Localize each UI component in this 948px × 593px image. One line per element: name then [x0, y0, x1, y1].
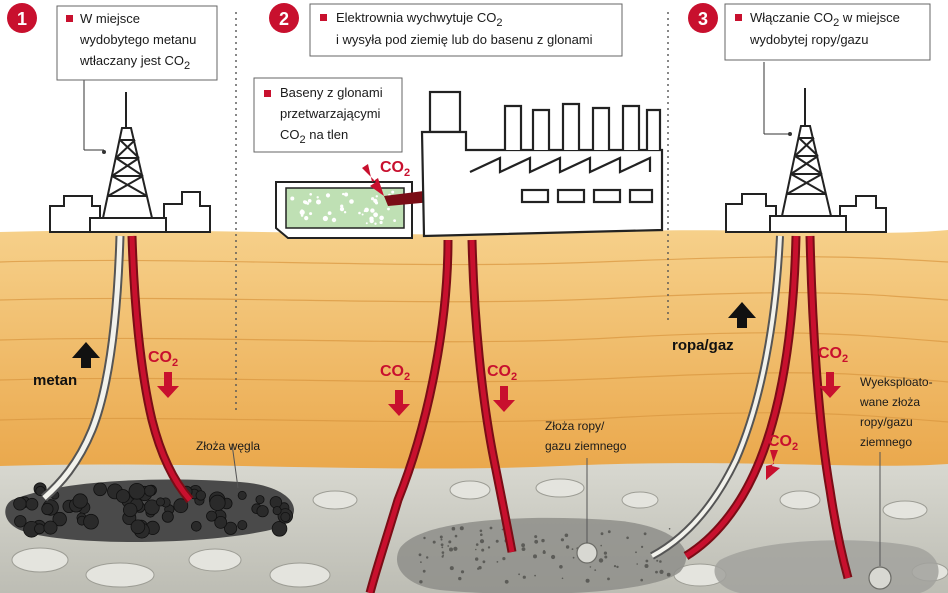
step-1-badge: 1	[7, 3, 37, 33]
co2-label-pool: CO2	[362, 159, 410, 196]
oil-gas-reservoir	[396, 517, 686, 593]
label-depleted-3: ropy/gazu	[860, 415, 913, 429]
step-3-line1: Włączanie CO2 w miejsce	[750, 10, 900, 29]
step-2-line1: Elektrownia wychwytuje CO2	[336, 10, 503, 29]
label-oil-gas-2: gazu ziemnego	[545, 439, 627, 453]
algae-line1: Baseny z glonami	[280, 85, 383, 100]
svg-text:CO2: CO2	[768, 433, 798, 453]
step-1-line3: wtłaczany jest CO2	[79, 53, 190, 72]
step-3-line2: wydobytej ropy/gazu	[749, 32, 869, 47]
label-oil-gas-1: Złoża ropy/	[545, 419, 605, 433]
co2-label-step3-left: CO2	[766, 433, 798, 480]
step-1-rig	[49, 80, 211, 233]
step-3-badge: 3	[688, 3, 718, 33]
svg-text:CO2: CO2	[380, 363, 410, 383]
step-3-rig	[725, 62, 887, 233]
power-plant	[420, 90, 664, 238]
step-2-callout: Elektrownia wychwytuje CO2 i wysyła pod …	[309, 3, 623, 57]
section-separators	[235, 12, 669, 410]
step-3-callout: Włączanie CO2 w miejsce wydobytej ropy/g…	[724, 3, 931, 61]
step-2-line2: i wysyła pod ziemię lub do basenu z glon…	[336, 32, 593, 47]
algae-line3: CO2 na tlen	[280, 127, 348, 146]
svg-text:2: 2	[279, 9, 289, 29]
svg-text:CO2: CO2	[148, 349, 178, 369]
co2-label-step1: CO2	[148, 349, 179, 398]
algae-callout: Baseny z glonami przetwarzającymi CO2 na…	[253, 77, 403, 153]
svg-text:CO2: CO2	[487, 363, 517, 383]
svg-text:3: 3	[698, 9, 708, 29]
label-depleted-2: wane złoża	[859, 395, 920, 409]
co2-label-step2-right: CO2	[487, 363, 517, 412]
label-ropa-gaz: ropa/gaz	[672, 337, 734, 354]
co2-label-step3-right: CO2	[818, 345, 848, 398]
depleted-reservoir	[714, 540, 939, 593]
algae-line2: przetwarzającymi	[280, 106, 381, 121]
step-1-callout: W miejsce wydobytego metanu wtłaczany je…	[56, 5, 218, 81]
co2-label-step2-left: CO2	[380, 363, 410, 416]
svg-text:1: 1	[17, 9, 27, 29]
step-1-line2: wydobytego metanu	[79, 32, 196, 47]
soil-strata-lines	[0, 256, 948, 423]
label-depleted-4: ziemnego	[860, 435, 912, 449]
svg-text:CO2: CO2	[380, 159, 410, 179]
algae-pool	[275, 181, 413, 239]
oil-gas-up-arrow	[728, 302, 756, 328]
methane-up-arrow	[72, 342, 100, 368]
pool-feed-pipe	[384, 190, 432, 206]
step-2-badge: 2	[269, 3, 299, 33]
coal-seam	[5, 479, 294, 542]
label-coal: Złoża węgla	[196, 439, 260, 453]
step-1-line1: W miejsce	[80, 11, 140, 26]
svg-text:CO2: CO2	[818, 345, 848, 365]
label-metan: metan	[33, 372, 77, 389]
label-depleted-1: Wyeksploato-	[860, 375, 933, 389]
